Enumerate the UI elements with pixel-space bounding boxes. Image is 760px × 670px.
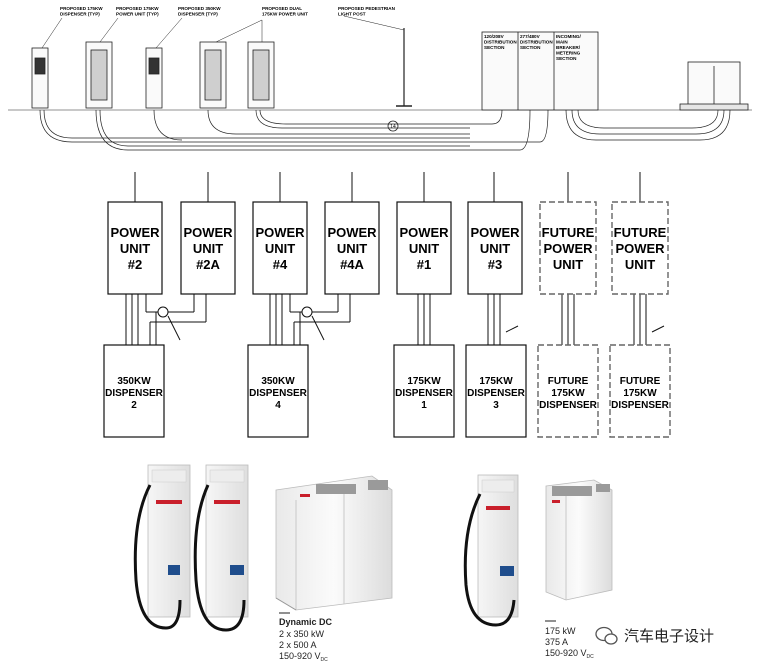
dispenser-photo-a <box>133 464 191 630</box>
svg-text:150-920 VDC: 150-920 VDC <box>279 651 328 663</box>
product-photos <box>133 464 613 632</box>
svg-text:375 A: 375 A <box>545 637 568 647</box>
power-cabinet-photo-double <box>275 475 393 611</box>
svg-text:Dynamic DC: Dynamic DC <box>279 617 333 627</box>
light-post-marker <box>387 120 399 132</box>
site-dispenser-350 <box>145 47 163 109</box>
watermark-text: 汽车电子设计 <box>624 628 714 645</box>
switchgear <box>481 31 599 111</box>
svg-text:150-920 VDC: 150-920 VDC <box>545 648 594 660</box>
wechat-icon <box>595 626 618 645</box>
spec-dynamic-dc: Dynamic DC 2 x 350 kW 2 x 500 A 150-920 … <box>279 612 333 663</box>
site-dispenser-175-a <box>31 47 49 109</box>
product-specs: Dynamic DC 2 x 350 kW 2 x 500 A 150-920 … <box>279 612 594 663</box>
site-plan <box>8 15 752 151</box>
dispenser-photo-b <box>193 464 249 632</box>
svg-text:175 kW: 175 kW <box>545 626 576 636</box>
watermark: 汽车电子设计 <box>595 626 714 645</box>
spec-175kw: 175 kW 375 A 150-920 VDC <box>545 620 594 660</box>
light-post-marker-number: 14 <box>390 124 396 130</box>
power-cabinet-photo-single <box>545 479 613 601</box>
one-line-wiring <box>125 172 665 345</box>
dispenser-photo-c <box>463 474 519 627</box>
svg-text:2 x 500 A: 2 x 500 A <box>279 640 317 650</box>
svg-text:2 x 350 kW: 2 x 350 kW <box>279 629 325 639</box>
